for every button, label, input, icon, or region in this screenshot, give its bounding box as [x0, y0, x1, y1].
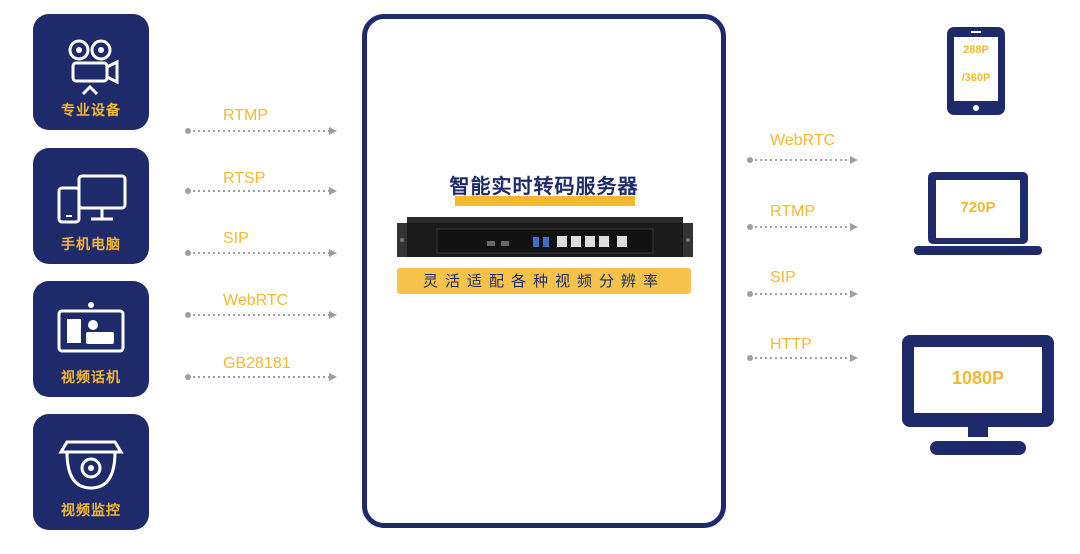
output-protocol-webrtc: WebRTC: [770, 132, 836, 149]
source-phone-computer: 手机电脑: [33, 148, 149, 264]
source-video-phone: 视频话机: [33, 281, 149, 397]
output-protocol-sip: SIP: [770, 269, 796, 286]
server-hardware-image: [397, 217, 693, 257]
monitor-resolution: 1080P: [951, 368, 1005, 388]
source-label: 视频话机: [61, 370, 121, 386]
input-arrow: [185, 249, 337, 257]
input-arrow: [185, 187, 337, 195]
source-professional-device: 专业设备: [33, 14, 149, 130]
input-arrow: [185, 373, 337, 381]
input-protocol-rtsp: RTSP: [223, 170, 266, 187]
output-arrow: [747, 156, 858, 164]
resolution-banner: 灵活适配各种视频分辨率: [397, 268, 691, 294]
input-protocol-sip: SIP: [223, 230, 249, 247]
output-protocol-http: HTTP: [770, 336, 812, 353]
input-protocol-rtmp: RTMP: [223, 107, 269, 124]
laptop-resolution: 720P: [960, 199, 996, 216]
output-arrow: [747, 290, 858, 298]
input-protocol-gb28181: GB28181: [223, 355, 291, 372]
source-label: 手机电脑: [61, 237, 121, 253]
source-surveillance: 视频监控: [33, 414, 149, 530]
output-protocol-rtmp: RTMP: [770, 203, 816, 220]
monitor-icon: [902, 335, 1054, 455]
output-arrow: [747, 354, 858, 362]
phone-monitor-icon: [57, 174, 127, 224]
source-label: 视频监控: [61, 503, 121, 519]
phone-resolution-line1: 288P: [963, 44, 989, 56]
output-arrow: [747, 223, 858, 231]
server-title: 智能实时转码服务器: [449, 174, 639, 198]
title-highlight: [455, 196, 635, 206]
source-label: 专业设备: [61, 103, 121, 119]
video-phone-icon: [57, 302, 125, 353]
camera-icon: [68, 39, 119, 96]
input-protocol-webrtc: WebRTC: [223, 292, 289, 309]
input-arrow: [185, 311, 337, 319]
phone-resolution-line2: /360P: [961, 72, 991, 84]
input-arrow: [185, 127, 337, 135]
dome-camera-icon: [58, 440, 124, 490]
phone-icon: [947, 27, 1005, 115]
laptop-icon: [914, 172, 1042, 255]
